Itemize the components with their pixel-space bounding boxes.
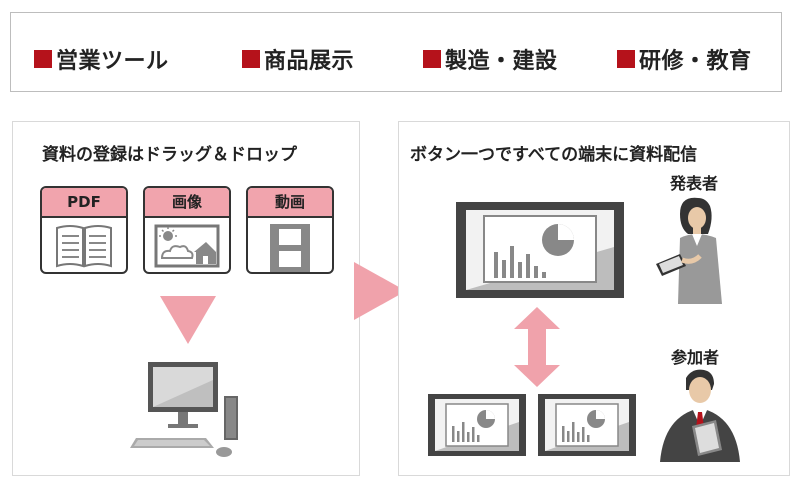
category-manufacturing: 製造・建設 [423,43,558,75]
image-card: 画像 [143,186,231,274]
bullet-square-icon [242,50,260,68]
participant-tablet-1 [428,394,526,456]
bullet-square-icon [423,50,441,68]
double-arrow-icon [514,307,560,387]
image-card-label: 画像 [145,188,229,218]
participant-label: 参加者 [671,348,720,367]
distribution-panel-title: ボタン一つですべての端末に資料配信 [410,145,698,165]
tablet-chart-icon [456,202,624,298]
image-icon [154,224,220,268]
category-label: 製造・建設 [445,49,558,74]
book-icon [56,225,112,268]
pdf-card-label: PDF [42,188,126,218]
film-icon [270,224,310,272]
video-card: 動画 [246,186,334,274]
category-sales-tools: 営業ツール [34,43,169,75]
category-bar [10,12,782,92]
bullet-square-icon [34,50,52,68]
presenter-label: 発表者 [670,174,719,193]
category-label: 商品展示 [264,49,355,74]
bullet-square-icon [617,50,635,68]
presenter-figure-icon [656,197,722,304]
down-arrow-icon [160,296,216,344]
category-training: 研修・教育 [617,43,752,75]
category-product-display: 商品展示 [242,43,354,75]
category-label: 研修・教育 [639,49,752,74]
participant-tablet-2 [538,394,636,456]
category-label: 営業ツール [56,49,169,74]
right-arrow-icon [354,262,406,320]
upload-panel-title: 資料の登録はドラッグ＆ドロップ [42,145,297,165]
desktop-pc-icon [130,362,238,457]
video-card-label: 動画 [248,188,332,218]
participant-figure-icon [660,369,740,462]
pdf-card: PDF [40,186,128,274]
